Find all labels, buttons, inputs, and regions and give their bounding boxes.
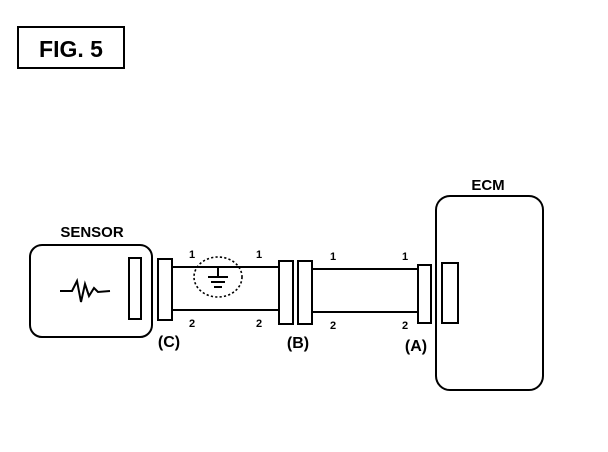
- pin-label: 1: [402, 251, 408, 263]
- figure-title-box: FIG. 5: [17, 26, 125, 69]
- pin-label: 1: [256, 249, 262, 261]
- sensor-label: SENSOR: [60, 224, 124, 241]
- connector-b-label: (B): [287, 335, 309, 352]
- figure-title: FIG. 5: [39, 36, 103, 62]
- pin-label: 2: [189, 318, 195, 330]
- shield-circle: [193, 256, 243, 298]
- sensor-terminal: [128, 257, 142, 320]
- connector-b: (B): [278, 260, 313, 352]
- connector-c: (C): [157, 258, 180, 351]
- ecm-label: ECM: [471, 177, 504, 194]
- ecm-body: [435, 195, 544, 391]
- shield-ground: [193, 256, 243, 298]
- ecm-unit: ECM: [435, 177, 544, 391]
- waveform-icon: [60, 277, 111, 303]
- pin-label: 2: [402, 320, 408, 332]
- pin-label: 1: [330, 251, 336, 263]
- pin-label: 1: [189, 249, 195, 261]
- pin-label: 2: [256, 318, 262, 330]
- sensor-unit: SENSOR: [29, 224, 153, 338]
- ground-icon: [208, 267, 228, 288]
- connector-c-label: (C): [158, 334, 180, 351]
- connector-a: (A): [405, 264, 432, 355]
- pin-label: 2: [330, 320, 336, 332]
- ecm-terminal: [441, 262, 459, 324]
- sensor-body: [29, 244, 153, 338]
- connector-a-label: (A): [405, 338, 427, 355]
